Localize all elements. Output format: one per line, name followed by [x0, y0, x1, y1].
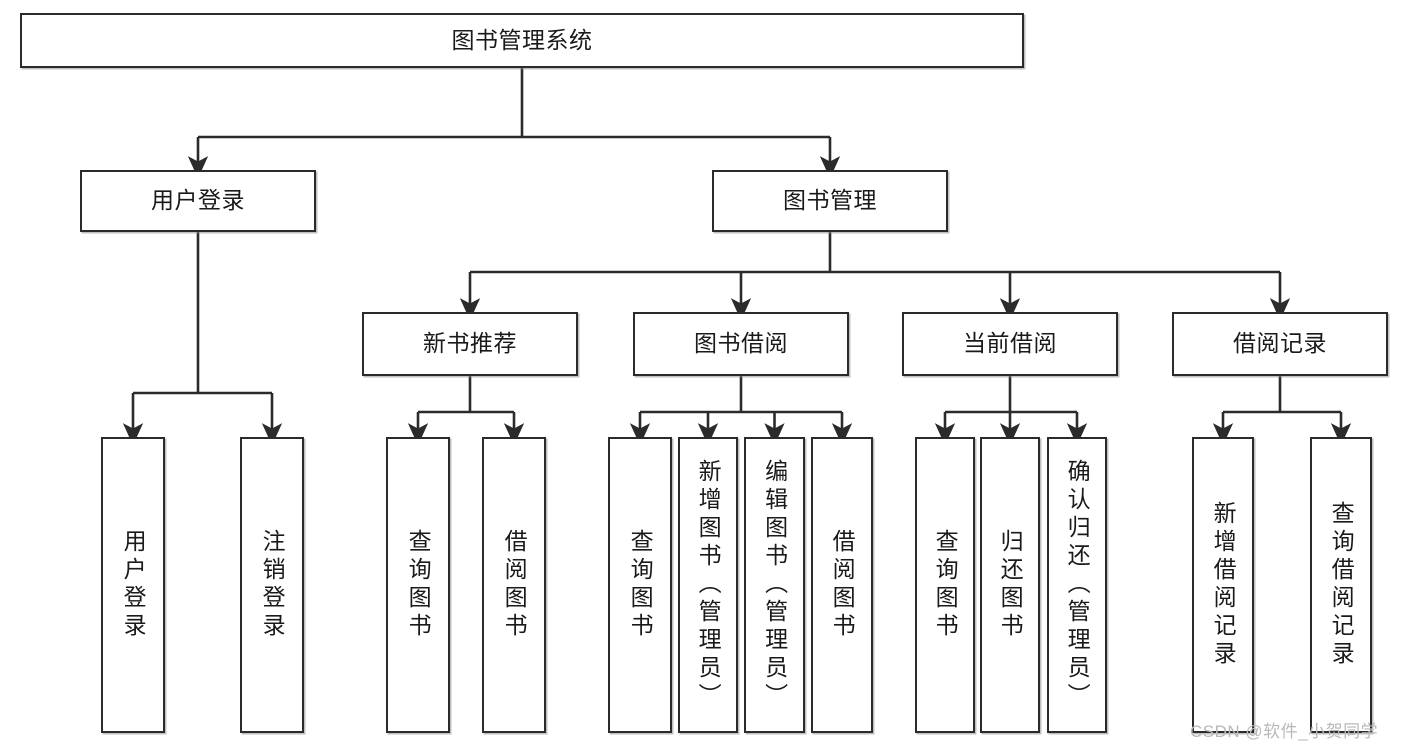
node-user-login[interactable]: 用户登录 [80, 170, 316, 232]
node-label: 用户登录 [120, 529, 147, 641]
node-label: 新书推荐 [423, 330, 517, 357]
node-label: 查询图书 [405, 529, 432, 641]
node-book-manage[interactable]: 图书管理 [712, 170, 948, 232]
node-leaf-confirm-return[interactable]: 确认归还（管理员） [1047, 437, 1107, 733]
node-label: 确认归还（管理员） [1064, 459, 1091, 711]
node-label: 查询借阅记录 [1328, 501, 1355, 669]
node-leaf-user-login[interactable]: 用户登录 [101, 437, 165, 733]
node-label: 当前借阅 [963, 330, 1057, 357]
node-label: 借阅记录 [1233, 330, 1327, 357]
node-leaf-borrow-book-1[interactable]: 借阅图书 [482, 437, 546, 733]
node-leaf-query-book-3[interactable]: 查询图书 [915, 437, 975, 733]
node-leaf-borrow-book-2[interactable]: 借阅图书 [811, 437, 873, 733]
node-label: 归还图书 [997, 529, 1024, 641]
node-leaf-user-logout[interactable]: 注销登录 [240, 437, 304, 733]
node-label: 图书管理系统 [451, 26, 593, 53]
node-label: 借阅图书 [501, 529, 528, 641]
node-borrow-record[interactable]: 借阅记录 [1172, 312, 1388, 376]
node-label: 借阅图书 [829, 529, 856, 641]
node-label: 新增借阅记录 [1210, 501, 1237, 669]
node-label: 图书管理 [783, 187, 877, 214]
node-leaf-add-record[interactable]: 新增借阅记录 [1192, 437, 1254, 733]
node-label: 用户登录 [151, 187, 245, 214]
node-leaf-add-book[interactable]: 新增图书（管理员） [678, 437, 738, 733]
node-leaf-edit-book[interactable]: 编辑图书（管理员） [744, 437, 805, 733]
node-label: 查询图书 [627, 529, 654, 641]
node-leaf-query-book-2[interactable]: 查询图书 [608, 437, 672, 733]
node-book-borrow[interactable]: 图书借阅 [633, 312, 849, 376]
node-root[interactable]: 图书管理系统 [20, 13, 1024, 68]
node-current-borrow[interactable]: 当前借阅 [902, 312, 1118, 376]
node-leaf-query-book-1[interactable]: 查询图书 [386, 437, 450, 733]
node-label: 图书借阅 [694, 330, 788, 357]
node-leaf-return-book[interactable]: 归还图书 [980, 437, 1040, 733]
node-label: 新增图书（管理员） [695, 459, 722, 711]
csdn-watermark: CSDN @软件_小贺同学 [1190, 722, 1379, 741]
node-new-book-recommend[interactable]: 新书推荐 [362, 312, 578, 376]
node-label: 注销登录 [259, 529, 286, 641]
node-label: 编辑图书（管理员） [761, 459, 788, 711]
node-label: 查询图书 [932, 529, 959, 641]
node-leaf-query-record[interactable]: 查询借阅记录 [1310, 437, 1372, 733]
